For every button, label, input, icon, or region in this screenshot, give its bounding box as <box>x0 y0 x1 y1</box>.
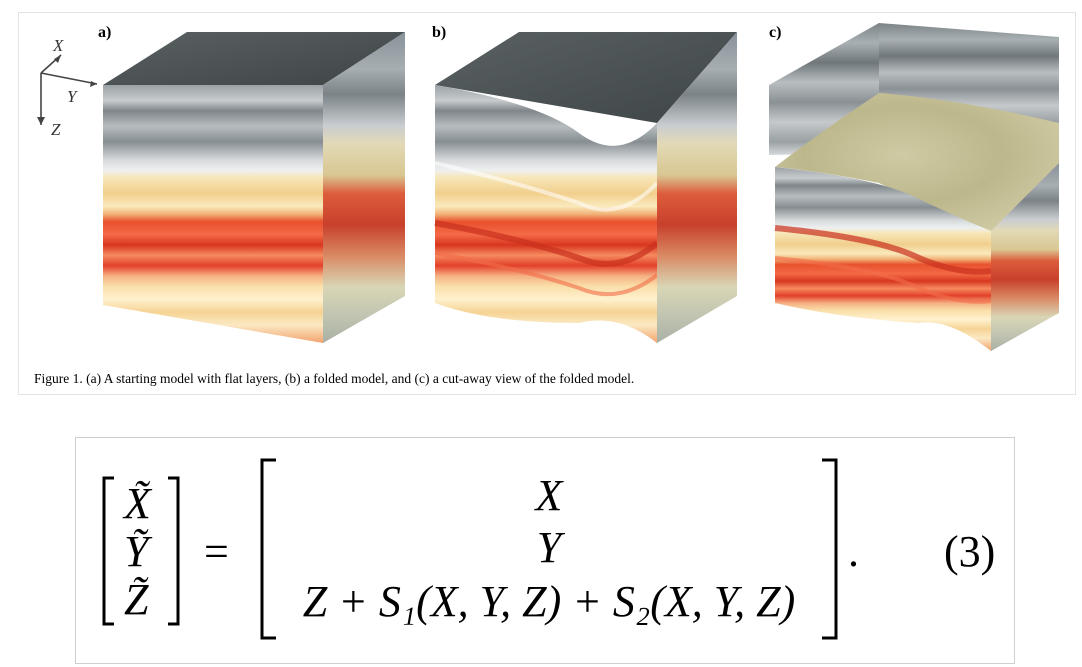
figure-panel: X Y Z a) b) c) <box>18 12 1076 395</box>
figure-caption: Figure 1. (a) A starting model with flat… <box>34 371 635 386</box>
equation-period: . <box>848 527 859 576</box>
equation-3: X̃ Ỹ Z̃ = X Y Z + S₁(X, Y, Z) + S₂(X, Y,… <box>102 458 995 640</box>
equals-sign: = <box>204 527 229 576</box>
block-a-flat-layers: a) <box>98 24 405 343</box>
lhs-y-tilde: Ỹ <box>124 527 153 576</box>
lhs-x-tilde: X̃ <box>122 479 153 528</box>
panel-label-a: a) <box>98 24 111 41</box>
equation-box: X̃ Ỹ Z̃ = X Y Z + S₁(X, Y, Z) + S₂(X, Y,… <box>75 437 1015 664</box>
lhs-bracket <box>102 476 180 626</box>
rhs-row-z: Z + S₁(X, Y, Z) + S₂(X, Y, Z) <box>303 577 796 626</box>
equation-number: (3) <box>944 527 995 576</box>
rhs-row-x: X <box>534 471 565 520</box>
panel-label-c: c) <box>769 24 781 41</box>
block-c-cutaway-view: c) <box>769 23 1059 351</box>
panel-label-b: b) <box>432 24 446 41</box>
rhs-bracket <box>260 458 838 640</box>
y-axis-label: Y <box>67 87 78 106</box>
lhs-z-tilde: Z̃ <box>124 575 149 624</box>
rhs-row-y: Y <box>537 523 566 572</box>
x-axis-label: X <box>52 36 64 55</box>
figure-1-illustration: X Y Z a) b) c) <box>37 23 1059 351</box>
axis-triad: X Y Z <box>37 36 98 139</box>
z-axis-label: Z <box>51 120 61 139</box>
block-b-folded-model: b) <box>432 24 737 343</box>
